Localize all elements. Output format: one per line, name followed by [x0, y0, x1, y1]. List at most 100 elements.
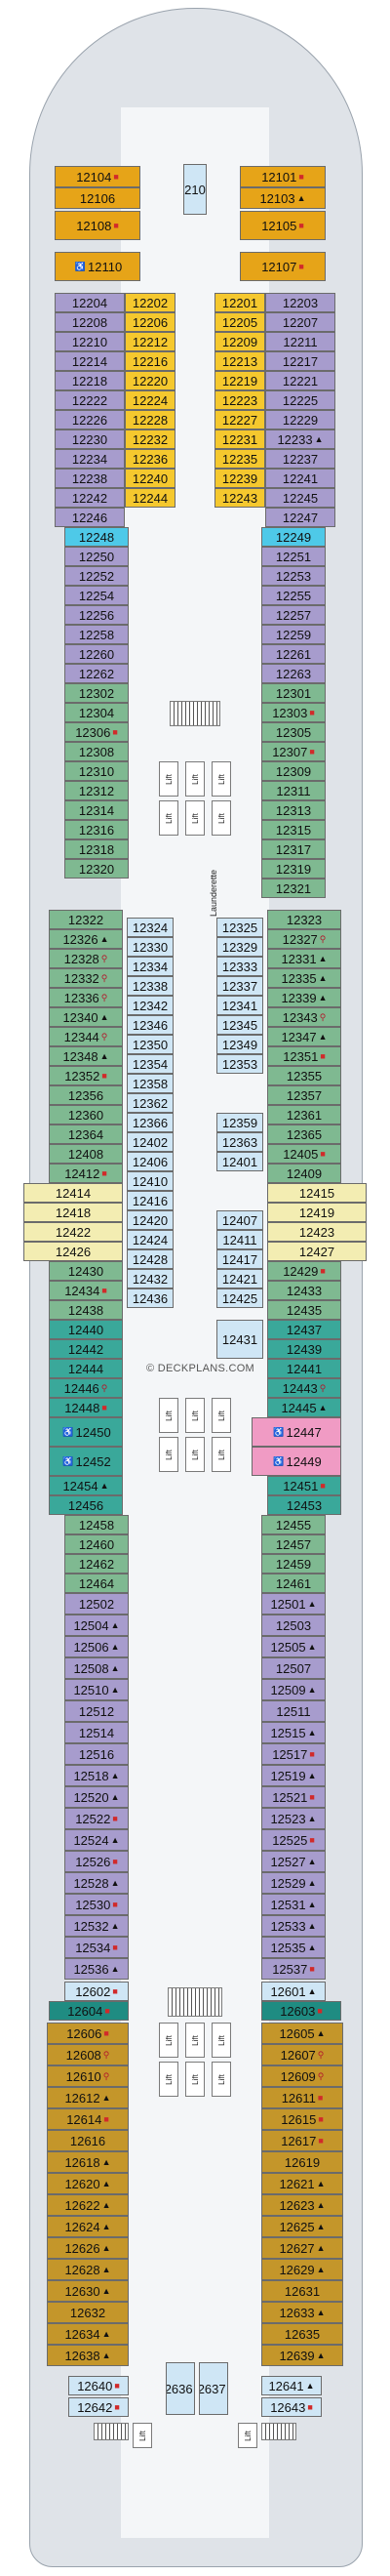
cabin-12208[interactable]: 12208 [55, 312, 125, 332]
cabin-12634[interactable]: 12634▲ [47, 2323, 129, 2345]
cabin-12515[interactable]: 12515▲ [261, 1722, 326, 1743]
cabin-12344[interactable]: 12344⚲ [49, 1027, 123, 1046]
cabin-12237[interactable]: 12237 [265, 449, 335, 469]
cabin-12421[interactable]: 12421 [216, 1269, 263, 1288]
cabin-12361[interactable]: 12361 [267, 1105, 341, 1124]
cabin-12202[interactable]: 12202 [125, 293, 176, 312]
cabin-12614[interactable]: 12614■ [47, 2108, 129, 2130]
cabin-12214[interactable]: 12214 [55, 351, 125, 371]
cabin-12311[interactable]: 12311 [261, 781, 326, 800]
cabin-12605[interactable]: 12605▲ [261, 2023, 343, 2044]
cabin-12213[interactable]: 12213 [214, 351, 265, 371]
cabin-12533[interactable]: 12533▲ [261, 1915, 326, 1937]
cabin-12251[interactable]: 12251 [261, 547, 326, 566]
cabin-12354[interactable]: 12354 [127, 1054, 174, 1074]
cabin-12438[interactable]: 12438 [49, 1300, 123, 1320]
cabin-12608[interactable]: 12608⚲ [47, 2044, 129, 2065]
cabin-12416[interactable]: 12416 [127, 1191, 174, 1210]
cabin-12221[interactable]: 12221 [265, 371, 335, 390]
cabin-12262[interactable]: 12262 [64, 664, 129, 683]
cabin-12450[interactable]: ♿12450 [49, 1417, 123, 1447]
cabin-12360[interactable]: 12360 [49, 1105, 123, 1124]
cabin-12320[interactable]: 12320 [64, 859, 129, 879]
cabin-12305[interactable]: 12305 [261, 722, 326, 742]
cabin-12235[interactable]: 12235 [214, 449, 265, 469]
cabin-12503[interactable]: 12503 [261, 1615, 326, 1636]
cabin-12418[interactable]: 12418 [23, 1203, 123, 1222]
cabin-12223[interactable]: 12223 [214, 390, 265, 410]
cabin-12456[interactable]: 12456 [49, 1495, 123, 1515]
cabin-12412[interactable]: 12412■ [49, 1164, 123, 1183]
cabin-12433[interactable]: 12433 [267, 1281, 341, 1300]
cabin-12355[interactable]: 12355 [267, 1066, 341, 1085]
cabin-12333[interactable]: 12333 [216, 957, 263, 976]
cabin-12236[interactable]: 12236 [125, 449, 176, 469]
cabin-12635[interactable]: 12635 [261, 2323, 343, 2345]
cabin-12531[interactable]: 12531▲ [261, 1894, 326, 1915]
cabin-12639[interactable]: 12639▲ [261, 2345, 343, 2366]
cabin-12307[interactable]: 12307■ [261, 742, 326, 761]
cabin-12636[interactable]: 12636▲ [166, 2362, 195, 2415]
cabin-12443[interactable]: 12443⚲ [267, 1378, 341, 1398]
cabin-12501[interactable]: 12501▲ [261, 1593, 326, 1615]
cabin-12259[interactable]: 12259 [261, 625, 326, 644]
cabin-12432[interactable]: 12432 [127, 1269, 174, 1288]
cabin-12335[interactable]: 12335▲ [267, 968, 341, 988]
cabin-12461[interactable]: 12461 [261, 1574, 326, 1593]
cabin-12618[interactable]: 12618▲ [47, 2151, 129, 2173]
cabin-12104[interactable]: 12104■ [55, 166, 140, 187]
cabin-12459[interactable]: 12459 [261, 1554, 326, 1574]
cabin-12106[interactable]: 12106 [55, 187, 140, 209]
cabin-12108[interactable]: 12108■ [55, 211, 140, 240]
cabin-12510[interactable]: 12510▲ [64, 1679, 129, 1700]
cabin-12406[interactable]: 12406 [127, 1152, 174, 1171]
cabin-12512[interactable]: 12512 [64, 1700, 129, 1722]
cabin-12606[interactable]: 12606■ [47, 2023, 129, 2044]
cabin-12212[interactable]: 12212 [125, 332, 176, 351]
cabin-12623[interactable]: 12623▲ [261, 2194, 343, 2216]
cabin-12532[interactable]: 12532▲ [64, 1915, 129, 1937]
cabin-12535[interactable]: 12535▲ [261, 1937, 326, 1958]
cabin-12346[interactable]: 12346 [127, 1015, 174, 1035]
cabin-12452[interactable]: ♿12452 [49, 1447, 123, 1476]
cabin-12507[interactable]: 12507 [261, 1657, 326, 1679]
cabin-12401[interactable]: 12401 [216, 1152, 263, 1171]
cabin-12243[interactable]: 12243 [214, 488, 265, 508]
cabin-12610[interactable]: 12610⚲ [47, 2065, 129, 2087]
cabin-12207[interactable]: 12207 [265, 312, 335, 332]
cabin-12431[interactable]: 12431 [216, 1320, 263, 1359]
cabin-12238[interactable]: 12238 [55, 469, 125, 488]
cabin-12528[interactable]: 12528▲ [64, 1872, 129, 1894]
cabin-12228[interactable]: 12228 [125, 410, 176, 429]
cabin-12341[interactable]: 12341 [216, 996, 263, 1015]
cabin-12230[interactable]: 12230 [55, 429, 125, 449]
cabin-12520[interactable]: 12520▲ [64, 1786, 129, 1808]
cabin-12445[interactable]: 12445▲ [267, 1398, 341, 1417]
cabin-12304[interactable]: 12304 [64, 703, 129, 722]
cabin-12234[interactable]: 12234 [55, 449, 125, 469]
cabin-12358[interactable]: 12358 [127, 1074, 174, 1093]
cabin-12526[interactable]: 12526■ [64, 1851, 129, 1872]
cabin-12316[interactable]: 12316 [64, 820, 129, 839]
cabin-12249[interactable]: 12249 [261, 527, 326, 547]
cabin-12530[interactable]: 12530■ [64, 1894, 129, 1915]
cabin-12428[interactable]: 12428 [127, 1249, 174, 1269]
cabin-12232[interactable]: 12232 [125, 429, 176, 449]
cabin-12410[interactable]: 12410 [127, 1171, 174, 1191]
cabin-12517[interactable]: 12517■ [261, 1743, 326, 1765]
cabin-12633[interactable]: 12633▲ [261, 2302, 343, 2323]
cabin-12448[interactable]: 12448■ [49, 1398, 123, 1417]
cabin-12420[interactable]: 12420 [127, 1210, 174, 1230]
cabin-12631[interactable]: 12631 [261, 2280, 343, 2302]
cabin-12521[interactable]: 12521■ [261, 1786, 326, 1808]
cabin-12219[interactable]: 12219 [214, 371, 265, 390]
cabin-12107[interactable]: 12107■ [240, 252, 326, 281]
cabin-12245[interactable]: 12245 [265, 488, 335, 508]
cabin-12343[interactable]: 12343⚲ [267, 1007, 341, 1027]
cabin-12427[interactable]: 12427 [267, 1242, 367, 1261]
cabin-12313[interactable]: 12313 [261, 800, 326, 820]
cabin-12253[interactable]: 12253 [261, 566, 326, 586]
cabin-12306[interactable]: 12306■ [64, 722, 129, 742]
cabin-12315[interactable]: 12315 [261, 820, 326, 839]
cabin-12603[interactable]: 12603■ [261, 2001, 341, 2021]
